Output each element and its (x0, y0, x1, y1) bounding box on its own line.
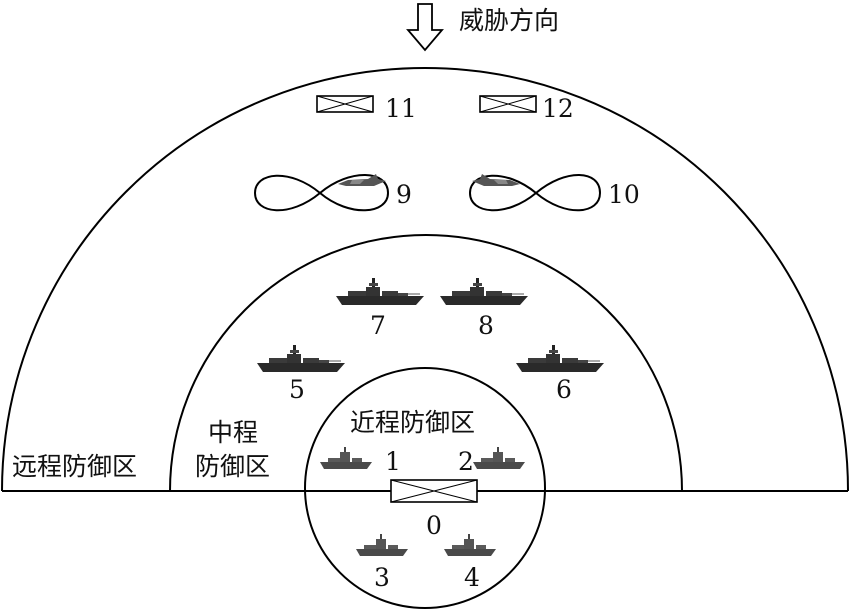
unit-9-patrol-icon (253, 174, 390, 212)
unit-0-label: 0 (426, 511, 442, 540)
unit-0-hq-icon (390, 479, 478, 503)
unit-3-label: 3 (374, 563, 390, 592)
unit-2-ship-icon (473, 447, 525, 469)
unit-5-ship-icon (256, 344, 346, 373)
unit-7-ship-icon (335, 277, 425, 306)
mid-range-zone-label-line1: 中程 (208, 418, 258, 447)
unit-6-ship-icon (515, 344, 605, 373)
long-range-zone-arc (1, 67, 849, 492)
unit-11-icon (316, 95, 374, 113)
unit-4-ship-icon (444, 534, 496, 556)
unit-10-patrol-icon (468, 174, 602, 212)
unit-6-label: 6 (556, 375, 572, 404)
unit-8-label: 8 (478, 311, 494, 340)
unit-11-label: 11 (385, 94, 417, 123)
unit-5-label: 5 (289, 375, 305, 404)
unit-9-label: 9 (396, 180, 412, 209)
unit-7-label: 7 (370, 311, 386, 340)
unit-12-label: 12 (542, 94, 574, 123)
unit-3-ship-icon (356, 534, 408, 556)
unit-1-ship-icon (320, 447, 372, 469)
mid-range-zone-arc (169, 234, 683, 492)
unit-2-label: 2 (458, 447, 474, 476)
long-range-zone-label: 远程防御区 (12, 452, 137, 481)
unit-12-icon (479, 95, 537, 113)
short-range-zone-label: 近程防御区 (350, 408, 475, 437)
unit-4-label: 4 (464, 563, 480, 592)
mid-range-zone-label-line2: 防御区 (195, 452, 270, 481)
unit-10-label: 10 (608, 180, 640, 209)
short-range-zone-circle (304, 367, 546, 609)
threat-arrow-icon (406, 3, 444, 52)
threat-direction-label: 威胁方向 (459, 6, 559, 35)
unit-1-label: 1 (385, 447, 401, 476)
unit-8-ship-icon (439, 277, 529, 306)
